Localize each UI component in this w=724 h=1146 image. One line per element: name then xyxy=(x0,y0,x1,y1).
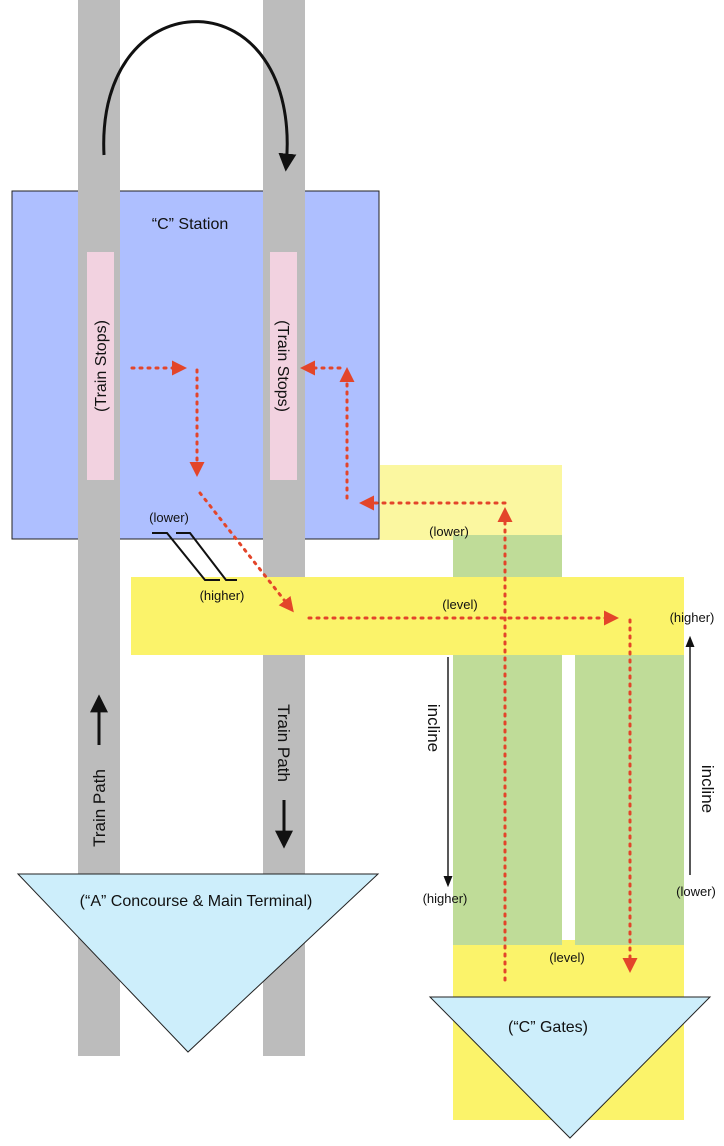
a-concourse-label: (“A” Concourse & Main Terminal) xyxy=(80,893,313,910)
higher-right-top-label: (higher) xyxy=(670,610,715,625)
walking-route xyxy=(130,360,638,982)
lower-left-label: (lower) xyxy=(149,510,189,525)
level-bottom-label: (level) xyxy=(549,950,584,965)
train-stops-left-label: (Train Stops) xyxy=(93,320,110,412)
lower-bottom-label: (lower) xyxy=(676,884,716,899)
incline-left-label: incline xyxy=(424,704,443,752)
escalator-mark-2 xyxy=(176,532,237,581)
lower-right-label: (lower) xyxy=(429,524,469,539)
level-top-label: (level) xyxy=(442,597,477,612)
train-path-left-label: Train Path xyxy=(90,769,109,847)
train-path-right-label: Train Path xyxy=(274,704,293,782)
escalator-mark-1 xyxy=(152,532,220,581)
train-stop-right xyxy=(270,252,297,480)
c-gates-terminal xyxy=(428,996,712,1139)
incline-right-label: incline xyxy=(698,765,717,813)
a-concourse-terminal xyxy=(16,873,380,1053)
c-station-box xyxy=(11,190,380,540)
train-loop-arrow xyxy=(102,20,297,172)
station-label: “C” Station xyxy=(152,216,228,233)
train-stops-right-label: (Train Stops) xyxy=(274,320,291,412)
c-gates-label: (“C” Gates) xyxy=(508,1019,588,1036)
route-diagonal-to-walkway xyxy=(198,491,294,613)
higher-bottom-label: (higher) xyxy=(423,891,468,906)
train-stop-left xyxy=(87,252,114,480)
main-walkway xyxy=(131,577,684,655)
higher-left-label: (higher) xyxy=(200,588,245,603)
